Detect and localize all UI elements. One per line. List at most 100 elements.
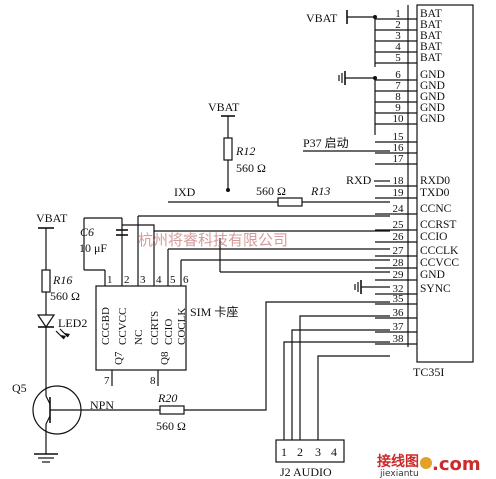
r12-value: 560 Ω (236, 161, 266, 175)
vbat-top-label: VBAT (306, 11, 338, 25)
q5-name: Q5 (12, 381, 27, 395)
pin-number: 32 (393, 283, 404, 295)
q5-transistor: Q5 NPN (12, 381, 114, 463)
pin-number: 17 (393, 153, 405, 165)
pin-number: 15 (393, 131, 405, 143)
sim-pin-name: NC (133, 330, 145, 345)
sim-pin-number: 1 (107, 274, 113, 286)
pin-number: 27 (393, 245, 405, 257)
pin-number: 36 (393, 307, 405, 319)
pin-number: 1 (395, 8, 401, 20)
pin-signal: CCVCC (420, 257, 459, 269)
sim-pin-number: 3 (140, 274, 146, 286)
r13-value: 560 Ω (256, 184, 286, 198)
r16-value: 560 Ω (50, 289, 80, 303)
sim-pin-number: 4 (156, 274, 162, 286)
q8-label: Q8 (159, 351, 171, 365)
pin-signal: BAT (420, 8, 442, 20)
sim-pin-name: CCGBD (100, 307, 112, 345)
pin-number: 26 (393, 231, 405, 243)
p37-net: P37 启动 (303, 136, 390, 152)
pin-signal: GND (420, 69, 445, 81)
tc35i-module: TC35I (407, 4, 474, 379)
sim-pin-number: 2 (124, 274, 130, 286)
r20-value: 560 Ω (156, 419, 186, 433)
site-url: jiexiantu (379, 469, 419, 479)
p37-label: P37 启动 (303, 136, 349, 150)
pin-number: 4 (395, 41, 401, 53)
pin-number: 2 (395, 19, 401, 31)
sim-bus-wires (122, 215, 390, 273)
pin-signal: SYNC (420, 283, 451, 295)
led2-name: LED2 (58, 316, 87, 330)
gnd-top-net (338, 71, 377, 135)
sim-pin-number: 5 (170, 274, 176, 286)
pin-signal: CCNC (420, 203, 452, 215)
audio-wires (283, 315, 390, 440)
pin-number: 10 (393, 113, 405, 125)
pin-number: 29 (393, 269, 405, 281)
c6-capacitor: C6 10 μF (79, 217, 128, 271)
gnd-pin29 (354, 280, 390, 294)
pin-signal: CCIO (420, 231, 447, 243)
pin-signal: GND (420, 102, 445, 114)
sync-net: R20 560 Ω (74, 301, 390, 433)
site-com: .com (432, 454, 481, 475)
pin-signal: GND (420, 91, 445, 103)
pin7-label: 7 (104, 375, 110, 387)
q7-label: Q7 (113, 351, 125, 365)
pin-number: 18 (393, 175, 405, 187)
pin-signal: CCCLK (420, 245, 459, 257)
vbat-top-net: VBAT (306, 10, 377, 67)
left-vbat: VBAT (36, 211, 68, 270)
pin-number: 19 (393, 187, 405, 199)
pin-signal: BAT (420, 30, 442, 42)
sim-pin-name: CCVCC (117, 308, 129, 345)
rxd-label: RXD (346, 173, 372, 187)
pin-number: 9 (395, 102, 401, 114)
pin-number: 16 (393, 142, 405, 154)
pin-signal: GND (420, 80, 445, 92)
audio-pin-number: 1 (281, 445, 287, 459)
r20-name: R20 (157, 391, 177, 405)
ixd-label: IXD (174, 185, 196, 199)
audio-pin-number: 2 (297, 445, 303, 459)
audio-pin-number: 4 (331, 445, 337, 459)
r13-name: R13 (310, 184, 330, 198)
npn-label: NPN (90, 398, 114, 412)
r12-name: R12 (235, 144, 255, 158)
pin-number: 28 (393, 257, 405, 269)
audio-label: J2 AUDIO (280, 465, 332, 479)
pin-number: 8 (395, 91, 401, 103)
sim-pin-name: CCIO (163, 319, 175, 345)
pin-number: 7 (395, 80, 401, 92)
r16-name: R16 (52, 273, 72, 287)
vbat-r12-label: VBAT (208, 100, 240, 114)
pin-signal: BAT (420, 52, 442, 64)
pin-number: 35 (393, 293, 405, 305)
site-watermark: 接线图 jiexiantu .com (377, 453, 481, 479)
led2: LED2 (36, 314, 87, 388)
pin-number: 25 (393, 219, 405, 231)
c6-value: 10 μF (79, 241, 107, 255)
rxd-net: RXD (346, 173, 390, 187)
pin-number: 24 (393, 203, 405, 215)
sim-pin-name: CCRTS (149, 311, 161, 345)
pin-signal: TXD0 (420, 187, 450, 199)
pin-number: 37 (393, 321, 405, 333)
pin-signal: RXD0 (420, 175, 450, 187)
sim-pin-number: 6 (183, 274, 189, 286)
vbat-left-label: VBAT (36, 211, 68, 225)
pin8-label: 8 (150, 375, 156, 387)
site-logo-dot (420, 457, 432, 469)
sim-holder-label: SIM 卡座 (190, 304, 238, 319)
pin-signal: BAT (420, 19, 442, 31)
pin-signal: CCRST (420, 219, 456, 231)
c6-name: C6 (80, 225, 94, 239)
pin-signal: GND (420, 269, 445, 281)
